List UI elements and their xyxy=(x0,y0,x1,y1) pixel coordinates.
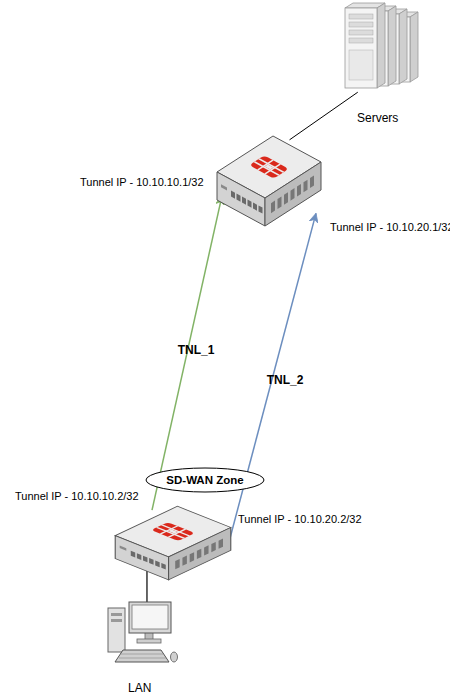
icon-part xyxy=(399,9,407,84)
firewall-device xyxy=(113,503,233,583)
hub-firewall: Tunnel IP - 10.10.10.1/32Tunnel IP - 10.… xyxy=(215,132,323,230)
icon-part xyxy=(155,561,159,568)
icon-part xyxy=(249,155,289,178)
icon-part xyxy=(131,551,135,558)
icon-part xyxy=(204,545,208,555)
tunnel-label: TNL_2 xyxy=(267,373,304,387)
icon-part xyxy=(137,639,161,643)
icon-part xyxy=(349,22,373,27)
node-label: Tunnel IP - 10.10.10.1/32 xyxy=(80,176,204,189)
icon-part xyxy=(137,553,141,560)
icon-part xyxy=(175,559,179,569)
icon-part xyxy=(108,608,125,652)
icon-part xyxy=(271,176,314,214)
server-rack-icon xyxy=(345,2,430,95)
icon-part xyxy=(168,529,187,538)
icon-part xyxy=(264,164,281,175)
server-node: Servers xyxy=(345,2,430,95)
icon-part xyxy=(349,38,373,43)
icon-part xyxy=(111,613,122,616)
link-line xyxy=(290,92,358,140)
icon-part xyxy=(349,50,373,80)
icon-part xyxy=(257,160,274,171)
icon-part xyxy=(147,92,358,605)
computer-icon xyxy=(105,598,180,670)
icon-part xyxy=(237,194,241,202)
icon-part xyxy=(231,191,235,199)
icon-part xyxy=(291,188,295,201)
icon-part xyxy=(168,530,178,534)
node-label: Tunnel IP - 10.10.10.2/32 xyxy=(15,490,139,503)
icon-part xyxy=(143,556,147,563)
icon-part xyxy=(217,172,265,226)
icon-part xyxy=(265,164,274,169)
branch-firewall: Tunnel IP - 10.10.10.2/32Tunnel IP - 10.… xyxy=(113,503,233,583)
node-label: LAN xyxy=(128,681,151,695)
icon-part xyxy=(120,546,127,551)
icon-part xyxy=(197,549,201,559)
icon-part xyxy=(119,658,166,659)
zone-label: SD-WAN Zone xyxy=(145,467,265,493)
icon-part xyxy=(304,180,308,193)
icon-part xyxy=(132,605,168,629)
node-label: Tunnel IP - 10.10.20.2/32 xyxy=(238,513,362,526)
icon-part xyxy=(345,8,377,88)
icon-part xyxy=(161,563,165,570)
tunnel-arrow xyxy=(228,213,316,545)
icon-part xyxy=(248,199,252,207)
icon-part xyxy=(221,184,263,213)
icon-part xyxy=(171,652,178,662)
icon-part xyxy=(219,539,223,549)
icon-part xyxy=(259,205,263,213)
tunnel-arrow xyxy=(152,196,222,511)
icon-part xyxy=(388,6,396,86)
icon-part xyxy=(146,468,264,492)
icon-part xyxy=(349,14,373,19)
icon-part xyxy=(151,522,195,541)
firewall-device xyxy=(215,132,323,230)
lan-node: LAN xyxy=(105,598,180,670)
icon-part xyxy=(278,196,282,209)
icon-part xyxy=(111,619,122,622)
icon-part xyxy=(115,536,168,580)
icon-part xyxy=(160,526,179,535)
icon-part xyxy=(410,12,418,82)
icon-part xyxy=(121,654,163,655)
icon-part xyxy=(115,650,169,662)
icon-part xyxy=(310,176,314,189)
icon-part xyxy=(190,552,194,562)
icon-part xyxy=(221,184,227,190)
icon-part xyxy=(349,30,373,35)
zone-node: SD-WAN Zone xyxy=(145,467,265,493)
icon-part xyxy=(297,184,301,197)
icon-part xyxy=(253,202,257,210)
tunnel-label: TNL_1 xyxy=(178,343,215,357)
icon-part xyxy=(284,192,288,205)
icon-part xyxy=(182,556,186,566)
icon-part xyxy=(211,542,215,552)
icon-part xyxy=(149,558,153,565)
node-label: Tunnel IP - 10.10.20.1/32 xyxy=(330,221,450,234)
icon-part xyxy=(151,522,195,541)
icon-part xyxy=(271,201,275,214)
icon-part xyxy=(249,155,289,178)
icon-part xyxy=(175,539,223,570)
icon-part xyxy=(120,546,166,570)
icon-part xyxy=(129,602,171,633)
icon-part xyxy=(377,3,385,88)
icon-part xyxy=(242,197,246,205)
node-label: Servers xyxy=(357,111,398,125)
